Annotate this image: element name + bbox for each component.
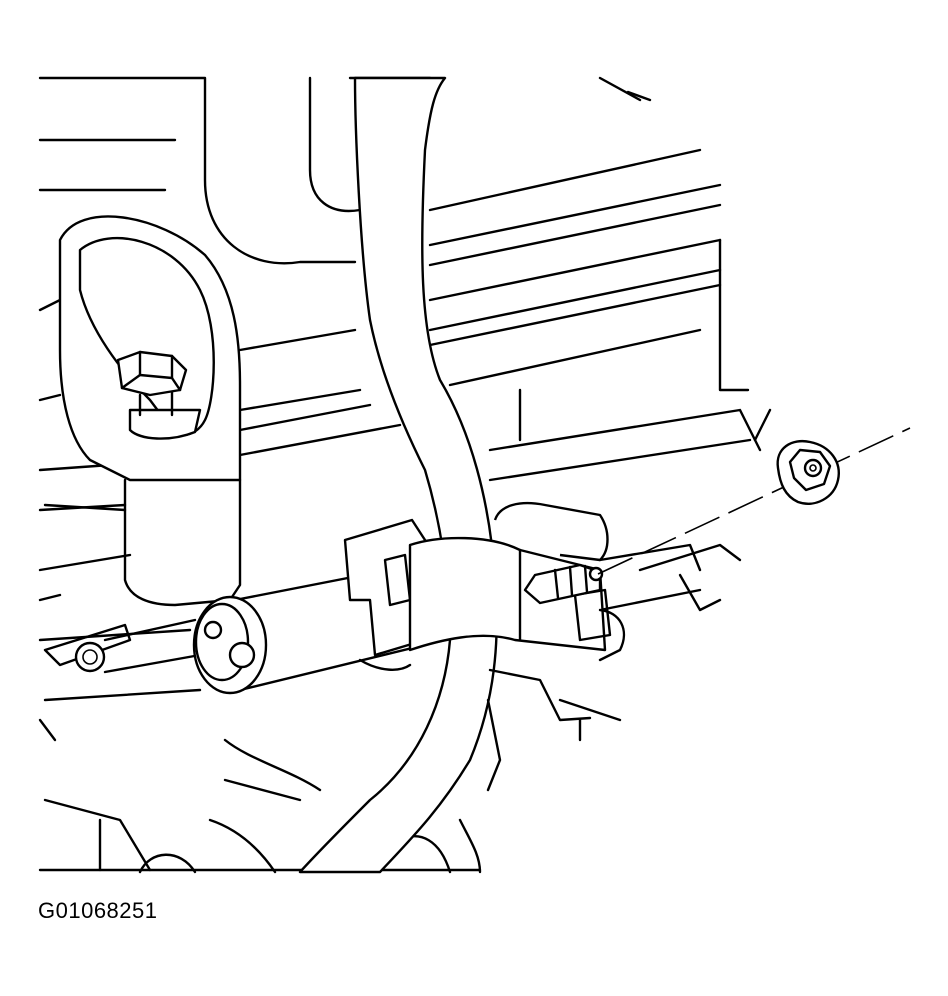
end-fitting <box>192 595 268 695</box>
bracket-bolt <box>116 350 202 440</box>
hose-clamp <box>343 518 626 671</box>
engine-block-outline <box>38 76 750 874</box>
alignment-line <box>597 427 911 575</box>
sensor <box>493 501 609 605</box>
coolant-hose <box>298 76 498 874</box>
exploded-diagram <box>38 76 911 874</box>
right-bracket <box>486 408 772 792</box>
flange-nut <box>776 439 840 505</box>
figure-id-label: G01068251 <box>38 898 158 923</box>
